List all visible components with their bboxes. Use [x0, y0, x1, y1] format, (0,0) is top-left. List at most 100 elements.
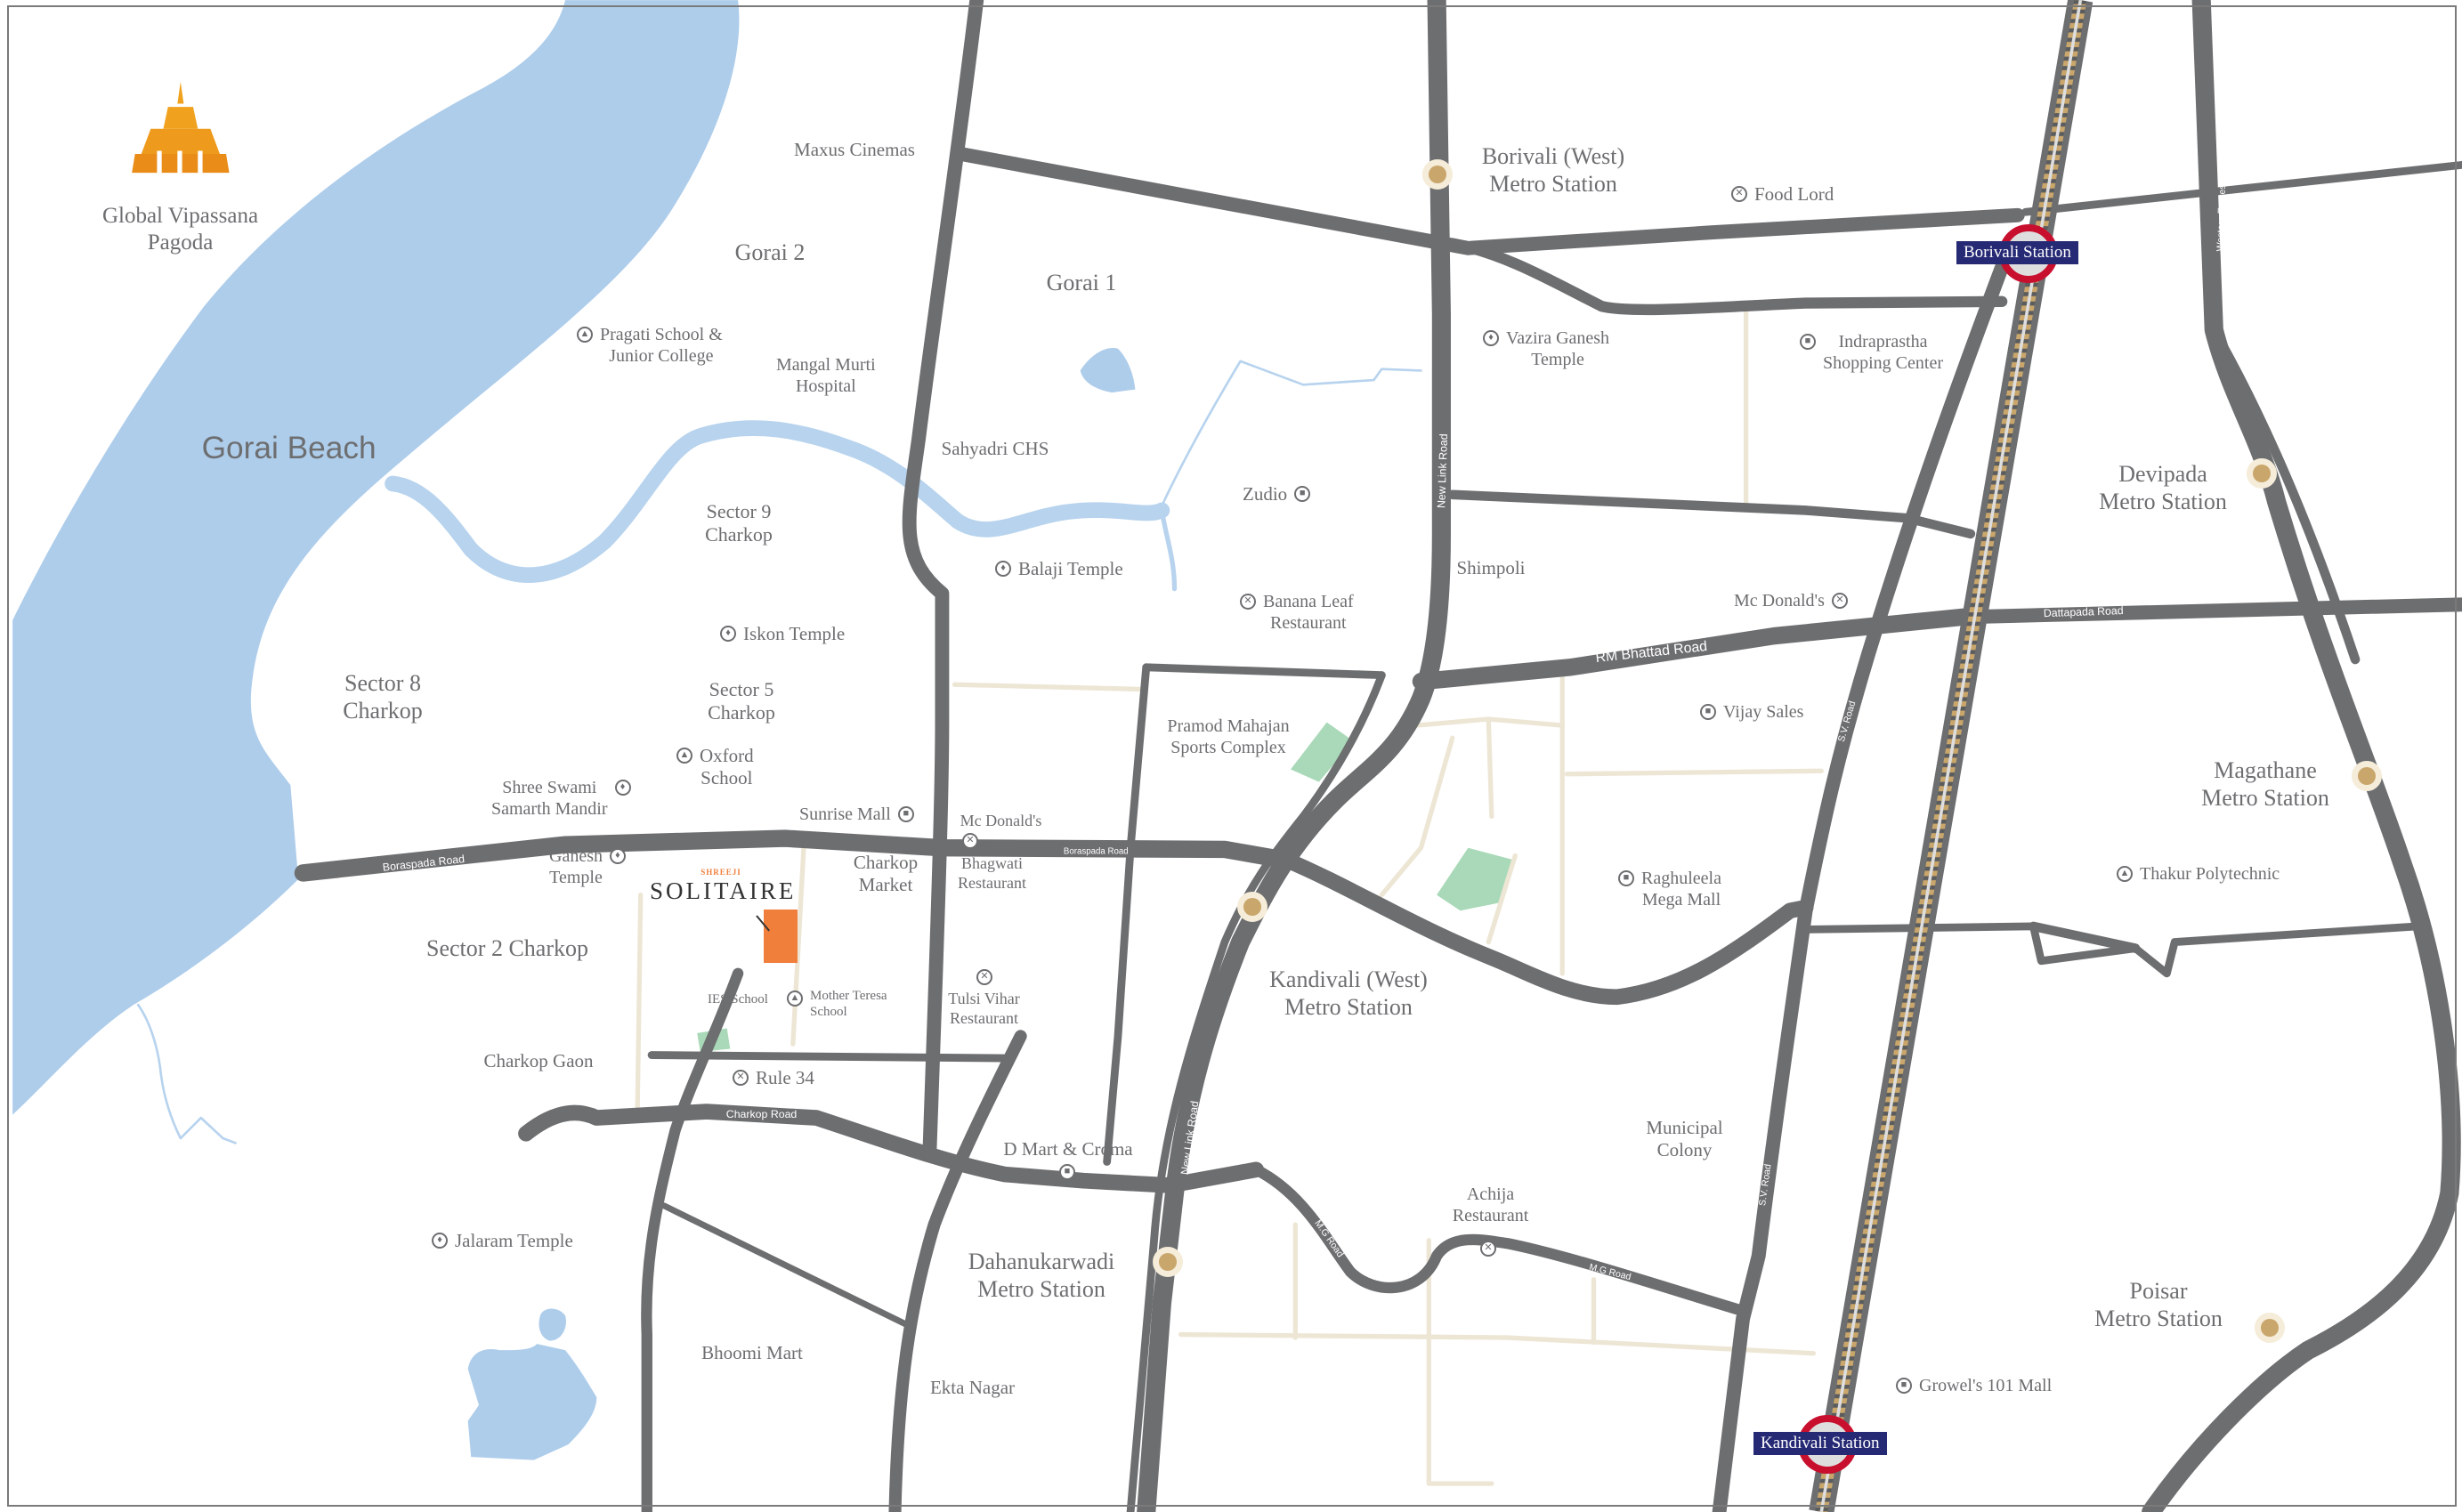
project-name: SOLITAIRE	[650, 877, 797, 904]
poi-growels: ■Growel's 101 Mall	[1896, 1375, 2052, 1396]
poi-pramod-mahajan: Pramod Mahajan Sports Complex	[1167, 716, 1290, 757]
poi-mother-teresa: ▲Mother Teresa School	[787, 988, 887, 1020]
poi-vazira-ganesh: ♦Vazira Ganesh Temple	[1483, 327, 1609, 370]
pagoda-label: Global Vipassana Pagoda	[101, 204, 259, 255]
mall-icon: ■	[1059, 1164, 1075, 1180]
school-icon: ▲	[577, 327, 593, 343]
school-icon: ▲	[2117, 866, 2133, 882]
creek-upstream	[1161, 360, 1422, 507]
pond-gorai	[1080, 347, 1136, 393]
poi-bhagwati-restaurant: Bhagwati Restaurant	[958, 854, 1026, 892]
area-ekta-nagar: Ekta Nagar	[929, 1377, 1016, 1398]
sea-water	[12, 0, 740, 1115]
area-gorai-2: Gorai 2	[734, 239, 806, 265]
road-label-western-express-north: Western Express Highway	[2215, 141, 2229, 252]
metro-marker-devipada	[2247, 458, 2277, 489]
poi-pragati-school: ▲Pragati School & Junior College	[577, 324, 723, 367]
poi-balaji-temple: ♦Balaji Temple	[995, 558, 1123, 580]
school-icon: ▲	[787, 990, 803, 1007]
mall-icon: ■	[1618, 870, 1634, 886]
poi-oxford-school: ▲Oxford School	[676, 745, 754, 789]
restaurant-icon: ✕	[962, 833, 978, 849]
poi-iskon-temple: ♦Iskon Temple	[720, 623, 845, 645]
poi-d-mart-icon: ■	[1059, 1161, 1075, 1180]
poi-raghuleela: ■Raghuleela Mega Mall	[1618, 868, 1721, 910]
metro-magathane: Magathane Metro Station	[2201, 757, 2329, 812]
road-label-boraspada-east: Boraspada Road	[1064, 847, 1129, 857]
poi-ganesh-temple: ♦Ganesh Temple	[549, 845, 626, 888]
poi-mangal-murti: Mangal Murti Hospital	[776, 355, 876, 396]
metro-borivali-west: Borivali (West) Metro Station	[1481, 143, 1625, 198]
area-shimpoli: Shimpoli	[1456, 557, 1526, 578]
mall-icon: ■	[897, 806, 914, 822]
metro-marker-dahanukarwadi	[1153, 1247, 1183, 1277]
poi-food-lord: ✕Food Lord	[1731, 183, 1834, 206]
poi-zudio: ■Zudio	[1243, 483, 1311, 505]
poi-mc-donalds-charkop-icon: ✕	[962, 830, 978, 849]
area-gorai-beach: Gorai Beach	[202, 431, 377, 465]
temple-icon: ♦	[1483, 330, 1499, 346]
temple-icon: ♦	[995, 561, 1011, 577]
poi-rule-34: ✕Rule 34	[733, 1067, 814, 1089]
poi-mc-donalds-charkop: Mc Donald's	[960, 812, 1042, 829]
area-maxus-cinemas: Maxus Cinemas	[794, 139, 915, 160]
area-gorai-1: Gorai 1	[1046, 270, 1117, 295]
rail-station-borivali: Borivali Station	[1956, 241, 2078, 264]
area-sector-2: Sector 2 Charkop	[426, 935, 588, 961]
road-label-dattapada: Dattapada Road	[2044, 604, 2124, 619]
restaurant-icon: ✕	[1240, 594, 1256, 610]
creek-branch	[1159, 507, 1178, 592]
restaurant-icon: ✕	[1731, 186, 1747, 202]
project-marker	[764, 910, 798, 963]
metro-kandivali-west: Kandivali (West) Metro Station	[1269, 966, 1428, 1021]
mall-icon: ■	[1294, 486, 1311, 502]
metro-marker-kandivali-west	[1237, 892, 1267, 922]
area-sector-8: Sector 8 Charkop	[343, 670, 423, 724]
metro-marker-magathane	[2352, 761, 2382, 791]
poi-sunrise-mall: ■Sunrise Mall	[799, 804, 914, 825]
mall-icon: ■	[1896, 1378, 1912, 1394]
pond-south-small	[539, 1308, 566, 1341]
area-charkop-gaon: Charkop Gaon	[483, 1050, 594, 1071]
poi-indraprastha: ■Indraprastha Shopping Center	[1800, 331, 1943, 374]
restaurant-icon: ✕	[1831, 593, 1848, 609]
road-label-charkop: Charkop Road	[726, 1108, 798, 1120]
metro-devipada: Devipada Metro Station	[2099, 461, 2227, 515]
poi-d-mart: D Mart & Croma	[1003, 1138, 1133, 1160]
poi-ies-school: IES School	[708, 992, 768, 1007]
area-charkop-market: Charkop Market	[853, 852, 919, 896]
poi-banana-leaf: ✕Banana Leaf Restaurant	[1240, 591, 1354, 634]
road-label-mg-west: M.G Road	[1312, 1218, 1346, 1259]
road-label-new-link-north: New Link Road	[1435, 433, 1450, 508]
park-kandivali	[1437, 847, 1516, 911]
rail-station-kandivali: Kandivali Station	[1753, 1432, 1887, 1455]
pagoda-icon	[132, 81, 230, 174]
minor-roads	[635, 303, 1824, 1486]
metro-marker-borivali-west	[1422, 159, 1453, 190]
restaurant-icon: ✕	[976, 969, 992, 985]
area-sector-5: Sector 5 Charkop	[708, 678, 775, 724]
main-roads	[294, 0, 2462, 1512]
area-bhoomi-mart: Bhoomi Mart	[701, 1342, 803, 1363]
temple-icon: ♦	[720, 626, 736, 642]
poi-thakur-polytechnic: ▲Thakur Polytechnic	[2117, 863, 2280, 885]
poi-achija: Achija Restaurant	[1452, 1185, 1529, 1225]
poi-vijay-sales: ■Vijay Sales	[1700, 701, 1803, 723]
park-sports-complex	[1291, 722, 1354, 782]
lake-south	[467, 1344, 597, 1460]
metro-dahanukarwadi: Dahanukarwadi Metro Station	[968, 1249, 1115, 1303]
mall-icon: ■	[1700, 704, 1716, 720]
metro-marker-poisar	[2255, 1313, 2285, 1343]
poi-tulsi-vihar-icon: ✕	[976, 966, 992, 985]
poi-mc-donalds-borivali: ✕Mc Donald's	[1734, 590, 1848, 611]
project-brand: SHREEJI	[701, 868, 741, 877]
stream	[136, 1003, 237, 1144]
creek	[385, 420, 1170, 583]
poi-shree-swami: ♦Shree Swami Samarth Mandir	[491, 777, 631, 820]
temple-icon: ♦	[609, 848, 626, 864]
area-municipal-colony: Municipal Colony	[1646, 1117, 1723, 1161]
restaurant-icon: ✕	[1480, 1241, 1496, 1257]
poi-jalaram-temple: ♦Jalaram Temple	[432, 1230, 573, 1252]
